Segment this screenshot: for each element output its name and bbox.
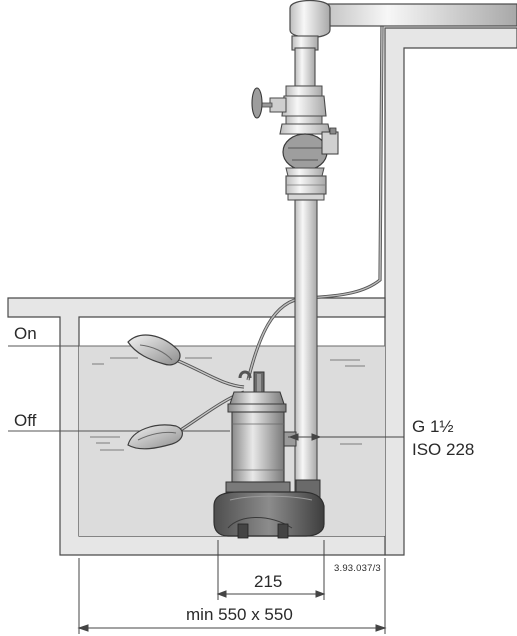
pump-width-label: 215 bbox=[254, 572, 283, 591]
lower-float-switch bbox=[127, 424, 183, 450]
pipe-union bbox=[285, 175, 327, 201]
drawing-code-label: 3.93.037/3 bbox=[334, 563, 381, 574]
thread-standard-label: ISO 228 bbox=[412, 440, 475, 459]
building-wall bbox=[384, 27, 517, 556]
riser-pipe-upper bbox=[294, 47, 316, 87]
check-valve bbox=[279, 123, 339, 177]
gate-valve bbox=[251, 85, 327, 125]
off-level-label: Off bbox=[14, 411, 37, 430]
thread-size-label: G 1½ bbox=[412, 417, 454, 436]
upper-float-switch bbox=[127, 334, 181, 366]
sump-size-dimension bbox=[77, 558, 387, 634]
on-level-label: On bbox=[14, 324, 37, 343]
submersible-pump bbox=[213, 370, 325, 539]
thread-callout-leader bbox=[288, 433, 404, 441]
sump-size-label: min 550 x 550 bbox=[186, 605, 293, 624]
discharge-pipe-top bbox=[289, 0, 517, 51]
riser-pipe bbox=[294, 199, 318, 501]
pump-width-dimension bbox=[216, 540, 326, 600]
